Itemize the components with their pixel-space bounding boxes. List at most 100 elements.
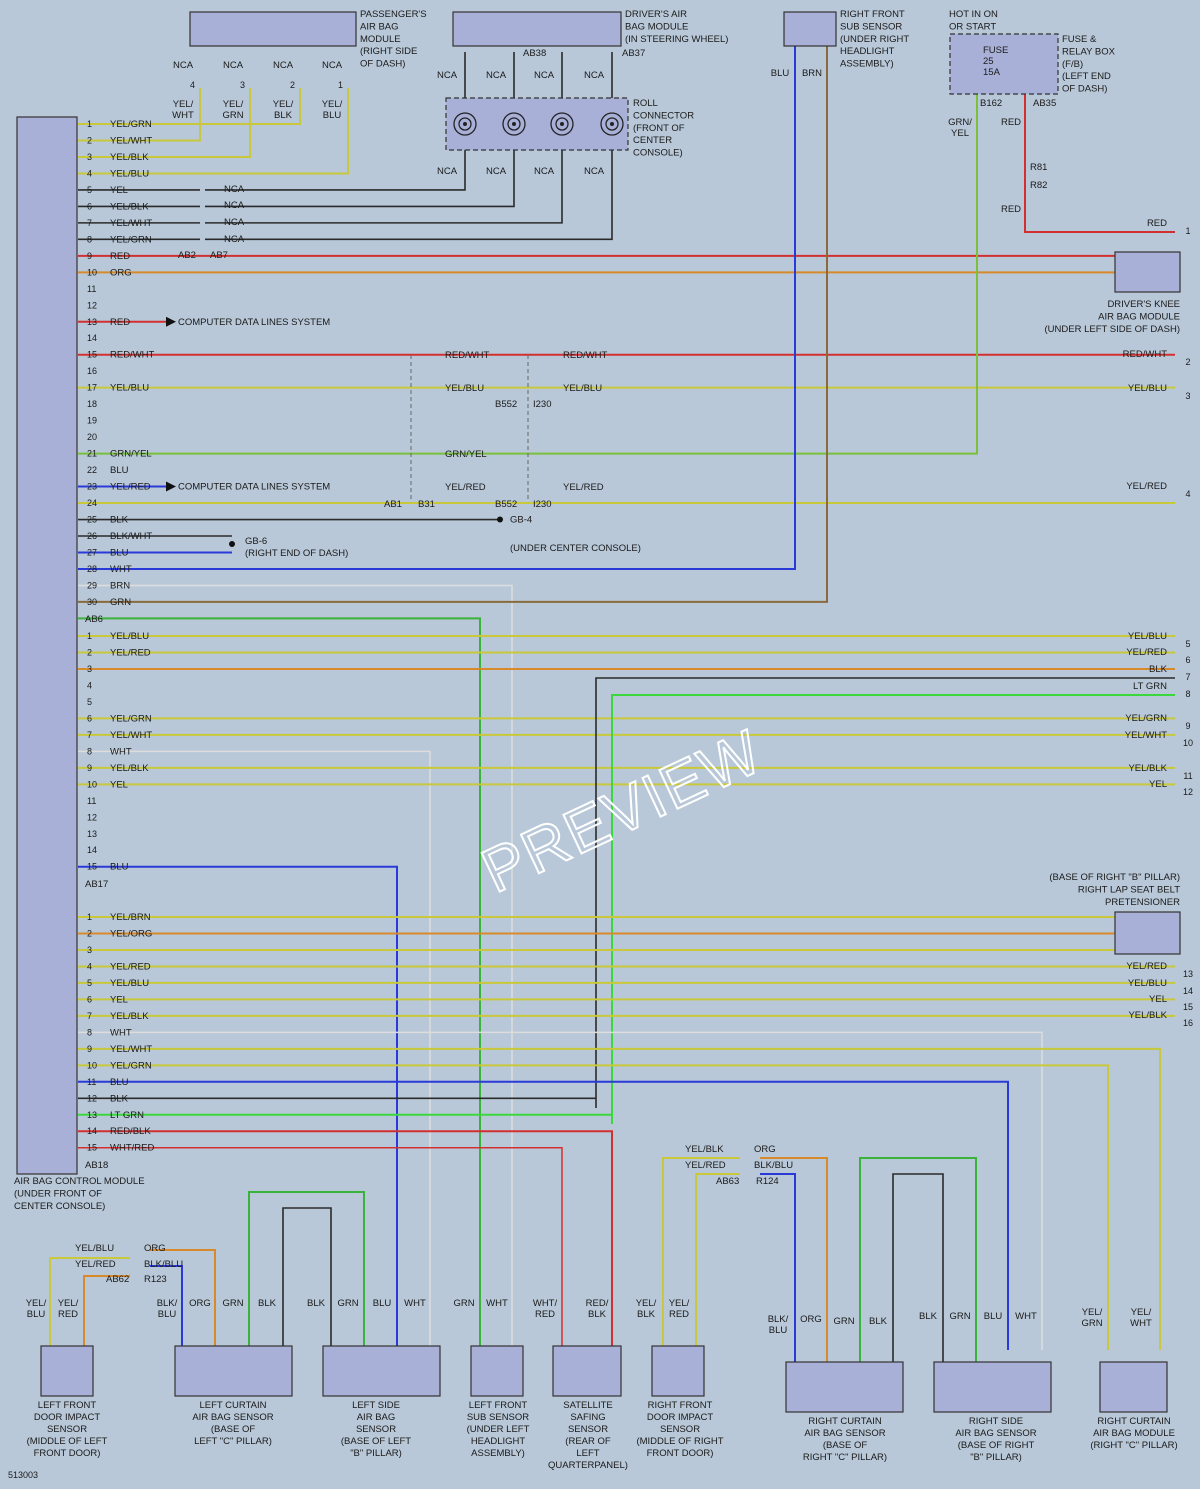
wire-label: WHT [1015,1311,1037,1322]
pretens-label-line: RIGHT LAP SEAT BELT [1078,884,1180,895]
output-number: 6 [1185,655,1190,665]
wire-color-label: BLU [110,1077,129,1088]
wire-label-line: BLK/ [768,1314,789,1325]
coil-icon [458,117,472,131]
output-wire-label: YEL/RED [1126,647,1167,658]
wire-color-label: YEL/RED [110,647,151,658]
wire-yel-grn [78,88,301,125]
right-side-air-bag-sensor [933,1361,1052,1413]
wire-color-label: RED [110,251,130,262]
wire-label-line: BLK [637,1309,656,1320]
wire-yel-blu [78,88,349,175]
wire-label: RED [1001,204,1021,215]
drivers-knee-air-bag-module [1114,251,1181,293]
passenger-module-label-line: AIR BAG [360,21,399,32]
pin-number: 8 [87,1027,92,1037]
pin-number: 3 [87,664,92,674]
coil-icon [453,112,477,136]
pin-number: 13 [87,1110,97,1120]
wire-label: YEL/RED [685,1160,726,1171]
right-curtain-air-bag-sensor-label-line: RIGHT "C" PILLAR) [803,1452,887,1463]
fuse-box-label-line: (F/B) [1062,59,1083,70]
wire-rc-3 [859,1157,977,1362]
right-front-door-impact-sensor [651,1345,705,1397]
right-side-air-bag-sensor-label-line: (BASE OF RIGHT [958,1440,1035,1451]
wire-color-label: YEL/BLU [110,168,149,179]
wire-label: BLU [771,68,790,79]
wire-label-line: YEL/ [273,99,294,110]
pin-number: 14 [87,333,97,343]
fuse-box-label-line: OF DASH) [1062,84,1107,95]
nca-label: NCA [534,166,555,177]
pin-number: 12 [87,1093,97,1103]
wire-label-line: GRN [222,110,243,121]
satellite-safing-sensor-label-line: SAFING [570,1412,605,1423]
wire-b2-blu [78,865,398,1350]
wires-layer [49,46,1175,1362]
right-curtain-air-bag-sensor-label-line: RIGHT CURTAIN [808,1416,882,1427]
wire-label: RED/BLK [586,1298,609,1320]
pin-number: 7 [87,218,92,228]
nca-label: NCA [173,60,194,71]
gb6-loc-label: (RIGHT END OF DASH) [245,548,348,559]
wire-label: YEL/BLK [636,1298,657,1320]
wire-label-line: YEL/ [173,99,194,110]
pin-number: 27 [87,547,97,557]
right-front-door-impact-sensor-label-line: SENSOR [660,1424,700,1435]
pin-number: 6 [87,994,92,1004]
right-curtain-air-bag-module [1099,1361,1168,1413]
pin-number: 23 [87,482,97,492]
wire-b3-blu [78,1080,1009,1350]
output-wire-label: YEL/BLK [1128,763,1167,774]
wire-label: BLK [869,1316,888,1327]
nca-label: NCA [534,70,555,81]
pin-number: 17 [87,383,97,393]
satellite-safing-sensor-label-line: SENSOR [568,1424,608,1435]
wire-label: BLK/BLU [157,1298,178,1320]
connector-id: AB35 [1033,98,1056,109]
pin-number: 9 [87,1044,92,1054]
nca-label: NCA [223,60,244,71]
wire-label: GRN/YEL [445,449,487,460]
left-curtain-air-bag-sensor [174,1345,293,1397]
knee-label-line: AIR BAG MODULE [1098,311,1180,322]
fuse-label-line: 25 [983,56,994,67]
wire-color-label: YEL/BLK [110,763,149,774]
right-curtain-air-bag-sensor-label-line: (BASE OF [823,1440,868,1451]
wire-color-label: YEL/BLK [110,201,149,212]
output-number: 13 [1183,969,1193,979]
wire-label-line: BLK [588,1309,607,1320]
pin-number: 1 [87,912,92,922]
pretens-label: (BASE OF RIGHT "B" PILLAR)RIGHT LAP SEAT… [1049,872,1180,908]
output-number: 12 [1183,787,1193,797]
wire-label-line: GRN [1081,1318,1102,1329]
control-module-label-line: CENTER CONSOLE) [14,1201,105,1212]
wire-color-label: RED/BLK [110,1126,151,1137]
wire-label-line: YEL/ [322,99,343,110]
roll-connector-label-line: CENTER [633,135,672,146]
wire-label: RED/WHT [563,350,608,361]
left-curtain-air-bag-sensor-label-line: AIR BAG SENSOR [192,1412,273,1423]
figure-id: 513003 [8,1470,38,1480]
wire-color-label: YEL/RED [110,961,151,972]
pin-number: 11 [87,796,96,806]
wire-label: YEL/RED [563,482,604,493]
pin-number: 26 [87,531,97,541]
right-curtain-air-bag-sensor-label-line: AIR BAG SENSOR [804,1428,885,1439]
wire-color-label: YEL/GRN [110,119,152,130]
wire-label-line: WHT [1130,1318,1152,1329]
wire-label: ORG [754,1144,776,1155]
left-side-air-bag-sensor-label-line: "B" PILLAR) [350,1448,402,1459]
connector-id: B162 [980,98,1002,109]
left-front-door-impact-sensor [40,1345,94,1397]
wire-color-label: YEL/WHT [110,730,152,741]
left-front-sub-sensor-label-line: LEFT FRONT [469,1400,528,1411]
satellite-safing-sensor [552,1345,622,1397]
pin-number: 1 [87,119,92,129]
pin-number: 30 [87,597,97,607]
wire-color-label: RED/WHT [110,350,155,361]
